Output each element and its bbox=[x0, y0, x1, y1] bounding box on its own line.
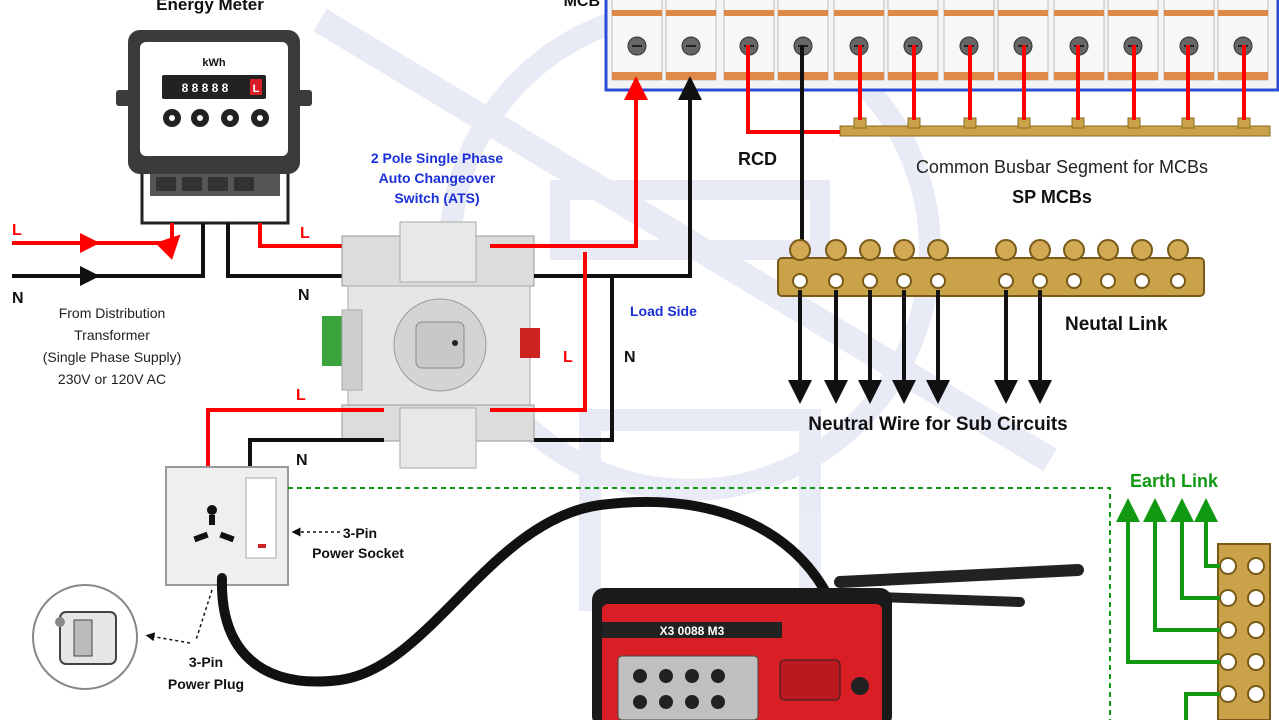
earth-wire bbox=[1194, 498, 1220, 568]
earth-link-label: Earth Link bbox=[1130, 471, 1219, 491]
from-transformer-line4: 230V or 120V AC bbox=[58, 371, 166, 387]
supply-wires bbox=[12, 223, 390, 286]
meter-last-digit: L bbox=[253, 83, 260, 95]
gen-neutral-label: N bbox=[296, 452, 308, 469]
earth-wire bbox=[1170, 498, 1220, 600]
mcb-unit bbox=[611, 0, 663, 81]
mcb-label: MCB bbox=[564, 0, 600, 10]
socket-label-line2: Power Socket bbox=[312, 545, 404, 561]
supply-neutral-label: N bbox=[12, 290, 24, 307]
gen-live-label: L bbox=[296, 387, 306, 404]
socket-label-line1: 3-Pin bbox=[343, 525, 377, 541]
common-busbar-label: Common Busbar Segment for MCBs bbox=[916, 157, 1208, 177]
plug-label-line1: 3-Pin bbox=[189, 654, 223, 670]
from-transformer-line3: (Single Phase Supply) bbox=[43, 349, 182, 365]
load-neutral-label: N bbox=[624, 349, 636, 366]
plug-label-line2: Power Plug bbox=[168, 676, 244, 692]
from-transformer-line1: From Distribution bbox=[59, 305, 166, 321]
ats-output-wires bbox=[206, 76, 702, 468]
energy-meter: kWh 8 8 8 8 8 L bbox=[116, 30, 312, 225]
ats-label-line3: Switch (ATS) bbox=[394, 190, 479, 206]
rcd-live-wire bbox=[746, 45, 840, 134]
earth-wire bbox=[1116, 498, 1220, 664]
rcd-label: RCD bbox=[738, 149, 777, 169]
mcb-unit bbox=[665, 0, 717, 81]
load-live-label: L bbox=[563, 349, 573, 366]
generator-brand: X3 0088 M3 bbox=[660, 624, 725, 638]
mcb-board: MCB bbox=[564, 0, 1279, 92]
power-socket bbox=[165, 466, 289, 586]
ats-in-neutral-label: N bbox=[298, 287, 310, 304]
power-plug bbox=[32, 584, 138, 690]
neutral-link-label: Neutal Link bbox=[1065, 314, 1168, 335]
neutral-link-bar bbox=[777, 239, 1205, 297]
earth-link-bar bbox=[1116, 498, 1271, 721]
earth-dashed-wire bbox=[288, 487, 1111, 720]
earth-wire bbox=[1184, 692, 1220, 720]
ats-switch bbox=[322, 221, 540, 469]
neutral-wire-label: Neutral Wire for Sub Circuits bbox=[808, 414, 1068, 435]
kwh-label: kWh bbox=[202, 57, 226, 69]
earth-wire bbox=[1143, 498, 1220, 632]
energy-meter-label: Energy Meter bbox=[156, 0, 264, 14]
ats-label-line1: 2 Pole Single Phase bbox=[371, 150, 503, 166]
ats-label-line2: Auto Changeover bbox=[379, 170, 496, 186]
load-side-label: Load Side bbox=[630, 303, 697, 319]
neutral-sub-circuit-wires bbox=[788, 290, 1052, 404]
sp-mcbs-label: SP MCBs bbox=[1012, 187, 1092, 207]
from-transformer-line2: Transformer bbox=[74, 327, 150, 343]
meter-digits: 8 8 8 8 8 bbox=[182, 81, 229, 95]
supply-live-label: L bbox=[12, 222, 22, 239]
ats-in-live-label: L bbox=[300, 225, 310, 242]
generator: X3 0088 M3 bbox=[592, 564, 1084, 725]
